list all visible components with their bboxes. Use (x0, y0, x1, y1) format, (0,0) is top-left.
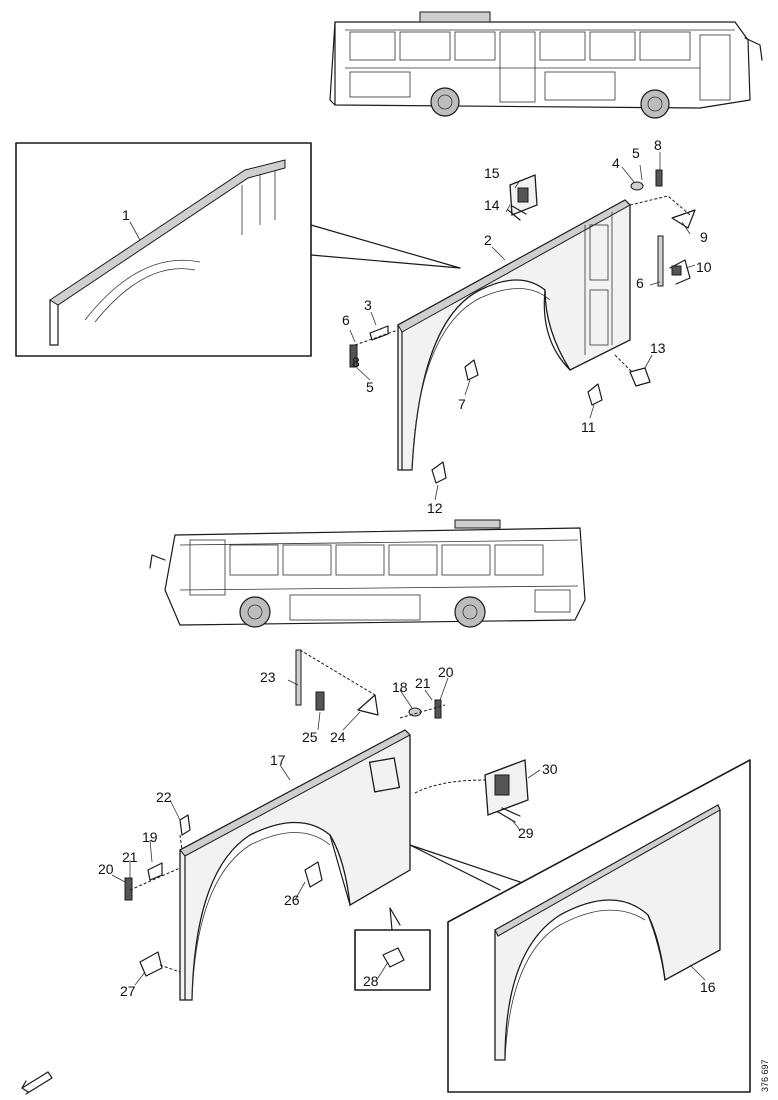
callout-8-top: 8 (654, 137, 662, 153)
callout-17: 17 (270, 752, 286, 768)
callout-13: 13 (650, 340, 666, 356)
callout-12: 12 (427, 500, 443, 516)
reference-code: 376 697 (760, 1059, 770, 1092)
direction-arrow-icon (21, 1071, 53, 1095)
bus-middle-view (149, 519, 586, 628)
part-18-20-21-fasteners (399, 699, 446, 719)
callout-16: 16 (700, 979, 716, 995)
callout-7: 7 (458, 396, 466, 412)
callout-5-upper-left: 5 (366, 379, 374, 395)
callout-24: 24 (330, 729, 346, 745)
callout-22: 22 (156, 789, 172, 805)
callout-6-upper-right: 6 (636, 275, 644, 291)
part-12-clip (431, 461, 447, 484)
callout-27: 27 (120, 983, 136, 999)
callout-20-lower: 20 (98, 861, 114, 877)
part-3-5-6-left-fasteners (349, 325, 399, 368)
detail-inset-1 (15, 142, 461, 357)
callout-numbers: 1 2 3 4 5 5 6 6 7 8 8 9 10 11 12 13 14 1… (98, 137, 716, 999)
lower-panel-assembly (179, 729, 411, 1001)
callout-1: 1 (122, 207, 130, 223)
part-15-bracket (509, 174, 538, 216)
callout-15: 15 (484, 165, 500, 181)
callout-28: 28 (363, 973, 379, 989)
callout-4: 4 (612, 155, 620, 171)
callout-11: 11 (581, 419, 596, 435)
part-11-clip (587, 383, 603, 406)
part-30-bracket (414, 759, 529, 816)
callout-3: 3 (364, 297, 372, 313)
callout-21-lower: 21 (122, 849, 138, 865)
callout-23: 23 (260, 669, 276, 685)
callout-18-upper: 18 (392, 679, 408, 695)
part-22-clip (179, 814, 191, 851)
callout-21-upper: 21 (415, 675, 431, 691)
callout-19: 19 (142, 829, 158, 845)
callout-10: 10 (696, 259, 712, 275)
callout-30: 30 (542, 761, 558, 777)
callout-26: 26 (284, 892, 300, 908)
part-14-clip (507, 205, 527, 221)
callout-8-lower: 8 (352, 354, 360, 370)
callout-6-upper-left: 6 (342, 312, 350, 328)
callout-2: 2 (484, 232, 492, 248)
callout-leaders (111, 152, 706, 986)
detail-inset-16 (409, 759, 751, 1093)
callout-20-upper: 20 (438, 664, 454, 680)
part-23-24-25-brackets (295, 649, 379, 716)
bus-top-view (329, 11, 763, 119)
part-27-bracket (139, 951, 181, 977)
part-26-bracket (304, 861, 323, 888)
callout-9: 9 (700, 229, 708, 245)
callout-25: 25 (302, 729, 318, 745)
part-7-clip (464, 359, 479, 381)
callout-5-upper-right: 5 (632, 145, 640, 161)
part-9-10-bracket (657, 235, 691, 287)
part-19-20-21-left-fasteners (124, 862, 181, 901)
part-13-clip (614, 354, 651, 387)
part-4-6-8-fasteners (629, 169, 696, 229)
callout-14: 14 (484, 197, 500, 213)
callout-29: 29 (518, 825, 534, 841)
